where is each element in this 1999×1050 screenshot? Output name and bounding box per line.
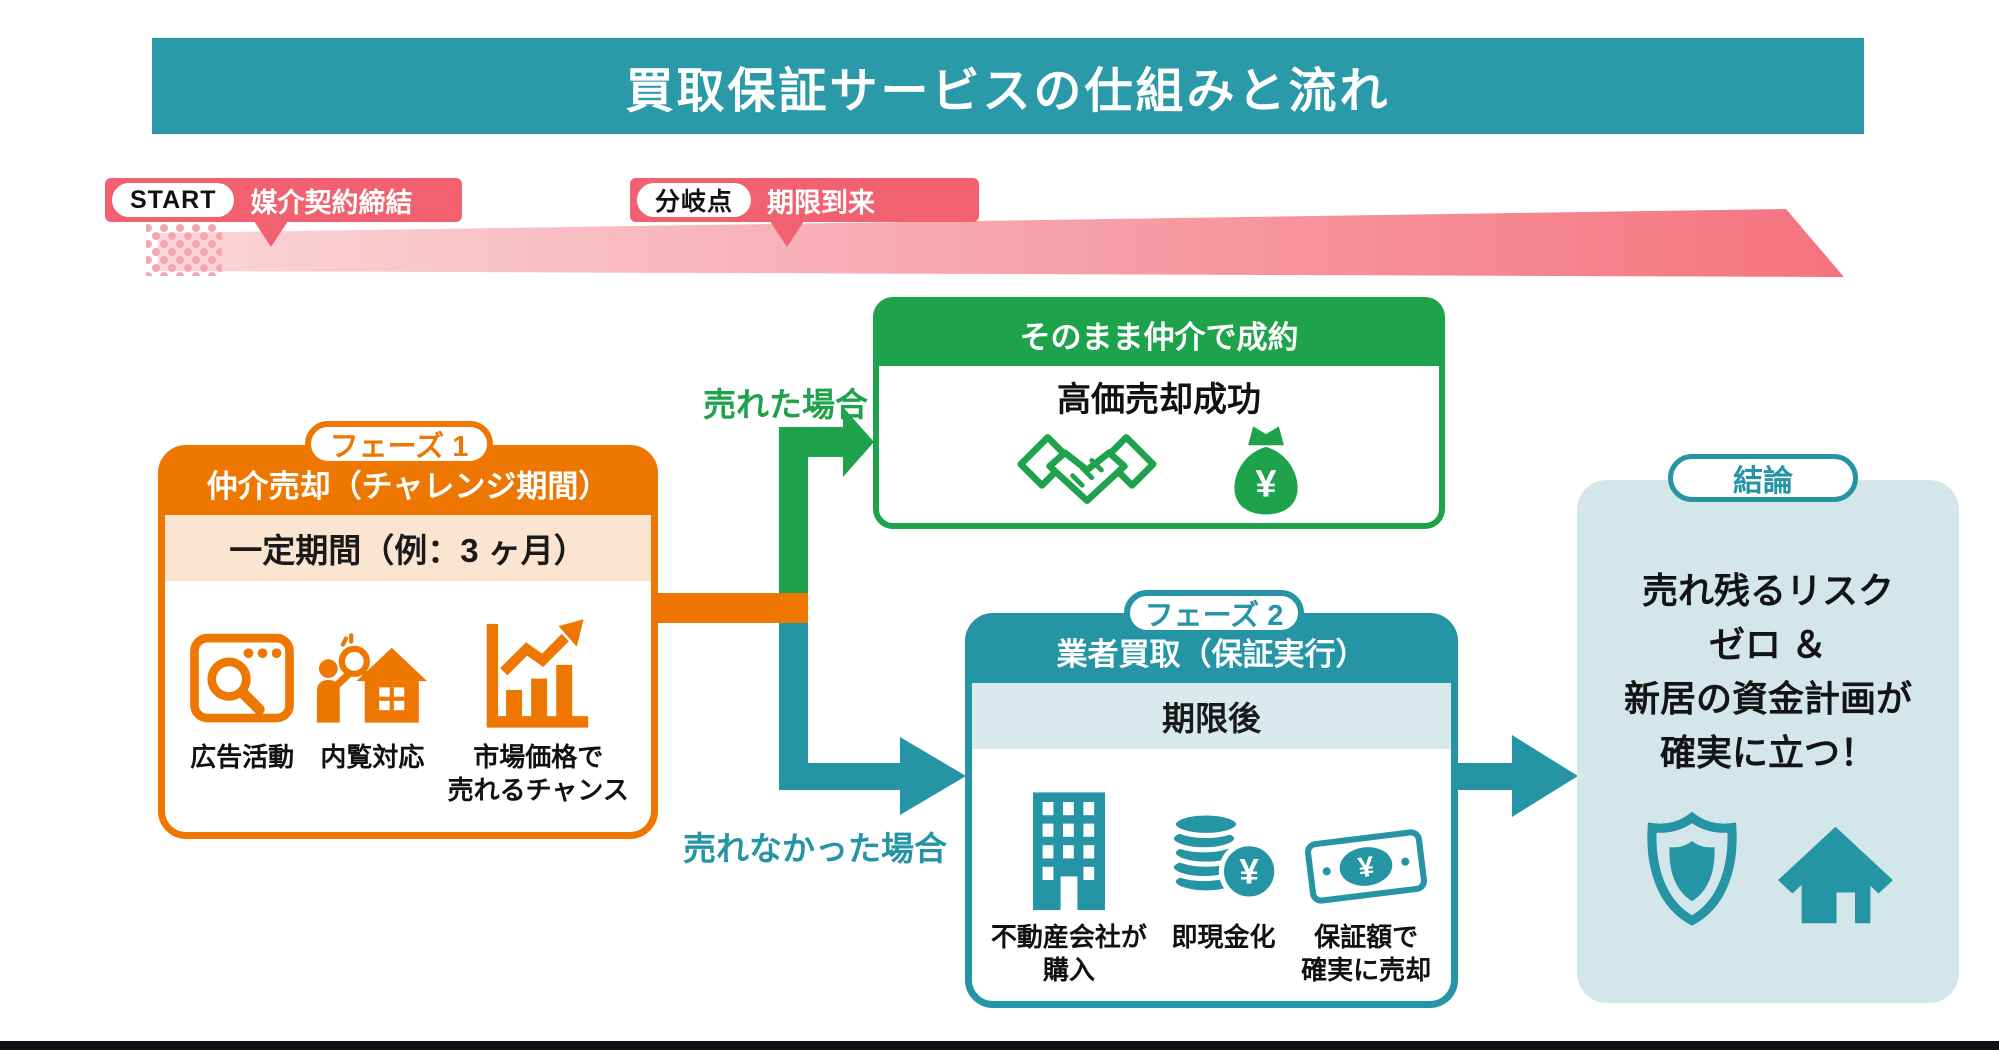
phase1-pill: フェーズ 1 xyxy=(305,421,493,467)
branch-label-text: 期限到来 xyxy=(767,187,876,218)
timeline-branch-label: 分岐点 期限到来 xyxy=(630,178,979,222)
start-pointer-icon xyxy=(252,218,290,247)
branch-badge: 分岐点 xyxy=(637,183,752,217)
phase1-period-band: 一定期間（例：3 ヶ月） xyxy=(165,515,651,581)
timeline-start-label: START 媒介契約締結 xyxy=(105,178,462,222)
coin-stack-yen-icon: ¥ xyxy=(1168,810,1279,902)
sold-condition-label: 売れた場合 xyxy=(703,386,868,423)
money-bag-yen-icon: ¥ xyxy=(1234,426,1298,515)
sold-box: そのまま仲介で成約 高価売却成功 ¥ xyxy=(873,297,1445,529)
phase2-pill: フェーズ 2 xyxy=(1124,590,1304,636)
home-icon xyxy=(1778,826,1893,924)
phase1-item-market-price: 市場価格で 売れるチャンス xyxy=(448,611,629,806)
sold-result-text: 高価売却成功 xyxy=(1057,381,1261,419)
conclusion-arrow xyxy=(1452,735,1578,817)
phase2-item-cash: ¥ 即現金化 xyxy=(1165,783,1283,954)
timeline-halftone-dots-icon xyxy=(146,224,222,276)
sold-box-header: そのまま仲介で成約 xyxy=(878,302,1440,366)
phase2-item-guarantee: ¥ 保証額で 確実に売却 xyxy=(1300,783,1432,986)
phase2-box: 業者買取（保証実行） 期限後 不動産会社が xyxy=(965,613,1458,1008)
start-badge: START xyxy=(112,183,235,217)
svg-text:¥: ¥ xyxy=(1356,851,1376,885)
unsold-condition-label: 売れなかった場合 xyxy=(683,830,947,867)
phase2-period-band: 期限後 xyxy=(972,683,1451,749)
phase1-item-viewing: 内覧対応 xyxy=(313,611,431,774)
sold-connector-arrow xyxy=(779,407,874,597)
start-label-text: 媒介契約締結 xyxy=(250,187,413,218)
phase2-item-buyer: 不動産会社が 購入 xyxy=(991,783,1147,986)
house-viewing-icon xyxy=(317,633,428,723)
svg-text:¥: ¥ xyxy=(1256,462,1277,504)
conclusion-box: 売れ残るリスク ゼロ ＆ 新居の資金計画が 確実に立つ！ xyxy=(1577,480,1959,1003)
phase1-connector-stub xyxy=(650,593,808,623)
shield-icon xyxy=(1647,811,1737,926)
rising-chart-icon xyxy=(486,619,589,728)
phase1-item-advertising: 広告活動 xyxy=(187,611,297,774)
bottom-border-bar xyxy=(0,1041,1999,1050)
unsold-connector-arrow xyxy=(779,623,966,815)
ad-browser-search-icon xyxy=(190,633,294,723)
page-title: 買取保証サービスの仕組みと流れ xyxy=(152,38,1864,134)
conclusion-pill: 結論 xyxy=(1668,454,1858,502)
banknote-yen-icon: ¥ xyxy=(1305,829,1428,904)
branch-pointer-icon xyxy=(768,218,806,247)
svg-text:¥: ¥ xyxy=(1239,853,1259,892)
conclusion-text: 売れ残るリスク ゼロ ＆ 新居の資金計画が 確実に立つ！ xyxy=(1623,570,1912,773)
handshake-icon xyxy=(1017,434,1157,505)
phase1-box: 仲介売却（チャレンジ期間） 一定期間（例：3 ヶ月） 広告活動 xyxy=(158,445,658,839)
office-building-icon xyxy=(1032,792,1105,910)
timeline-arrow-band xyxy=(158,209,1844,277)
